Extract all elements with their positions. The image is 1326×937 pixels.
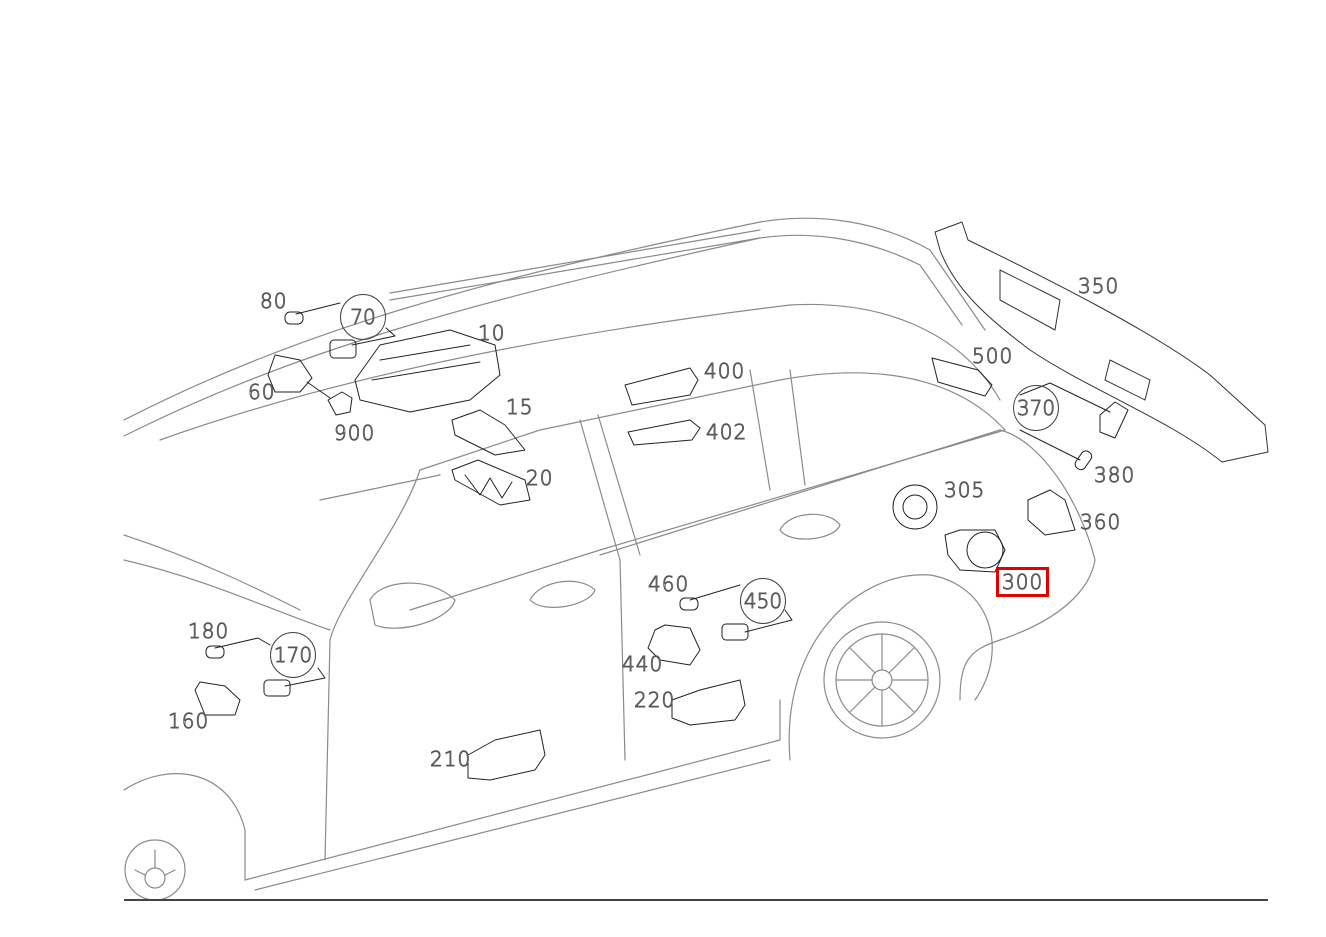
part-160-housing xyxy=(194,681,241,716)
callout-300-highlighted[interactable]: 300 xyxy=(995,567,1050,597)
part-15-lens xyxy=(451,409,526,456)
part-60-housing xyxy=(267,354,313,393)
front-wheel xyxy=(123,773,246,901)
part-460-bulb xyxy=(679,597,699,611)
bottom-rule xyxy=(124,899,1268,901)
part-360-housing xyxy=(1027,489,1076,536)
callout-460[interactable]: 460 xyxy=(648,572,690,596)
part-380-bulb xyxy=(1074,450,1093,471)
car-roof xyxy=(123,217,986,437)
callout-440[interactable]: 440 xyxy=(622,652,664,676)
callout-10[interactable]: 10 xyxy=(478,321,506,345)
callout-210[interactable]: 210 xyxy=(430,747,472,771)
part-370-socket xyxy=(1099,401,1129,439)
part-350-rear-trim xyxy=(934,221,1269,463)
leader-lines xyxy=(214,302,1111,687)
callout-450[interactable]: 450 xyxy=(740,578,786,624)
part-210-lamp xyxy=(467,729,546,781)
parts xyxy=(194,311,1129,781)
part-500-lamp xyxy=(931,357,993,397)
callout-305[interactable]: 305 xyxy=(944,478,986,502)
callout-170[interactable]: 170 xyxy=(270,632,316,678)
part-300-lamp xyxy=(944,529,1006,573)
part-80-bulb xyxy=(284,311,304,325)
rear-wheel xyxy=(788,574,993,761)
callout-370[interactable]: 370 xyxy=(1013,385,1059,431)
part-170-socket xyxy=(263,679,291,697)
car-windows xyxy=(123,303,1006,761)
callout-15[interactable]: 15 xyxy=(506,395,534,419)
callout-220[interactable]: 220 xyxy=(634,688,676,712)
callout-360[interactable]: 360 xyxy=(1080,510,1122,534)
part-440-housing xyxy=(647,624,701,666)
callout-500[interactable]: 500 xyxy=(972,344,1014,368)
part-20-lamp xyxy=(451,459,531,506)
callout-900[interactable]: 900 xyxy=(334,421,376,445)
callout-80[interactable]: 80 xyxy=(260,289,288,313)
part-402-lamp xyxy=(627,419,701,446)
part-10-overhead-module xyxy=(354,329,501,413)
part-900-pad xyxy=(327,391,353,416)
callout-180[interactable]: 180 xyxy=(188,619,230,643)
callout-402[interactable]: 402 xyxy=(706,420,748,444)
car-body xyxy=(244,429,1096,891)
callout-20[interactable]: 20 xyxy=(526,466,554,490)
part-305-ring xyxy=(892,484,938,530)
callout-380[interactable]: 380 xyxy=(1094,463,1136,487)
callout-400[interactable]: 400 xyxy=(704,359,746,383)
callout-160[interactable]: 160 xyxy=(168,709,210,733)
part-180-bulb xyxy=(205,645,225,659)
callout-60[interactable]: 60 xyxy=(248,380,276,404)
callout-350[interactable]: 350 xyxy=(1078,274,1120,298)
part-450-socket xyxy=(721,623,749,641)
part-220-lamp xyxy=(671,679,746,726)
callout-70[interactable]: 70 xyxy=(340,294,386,340)
part-70-socket xyxy=(329,339,357,359)
part-400-lamp xyxy=(624,367,699,406)
